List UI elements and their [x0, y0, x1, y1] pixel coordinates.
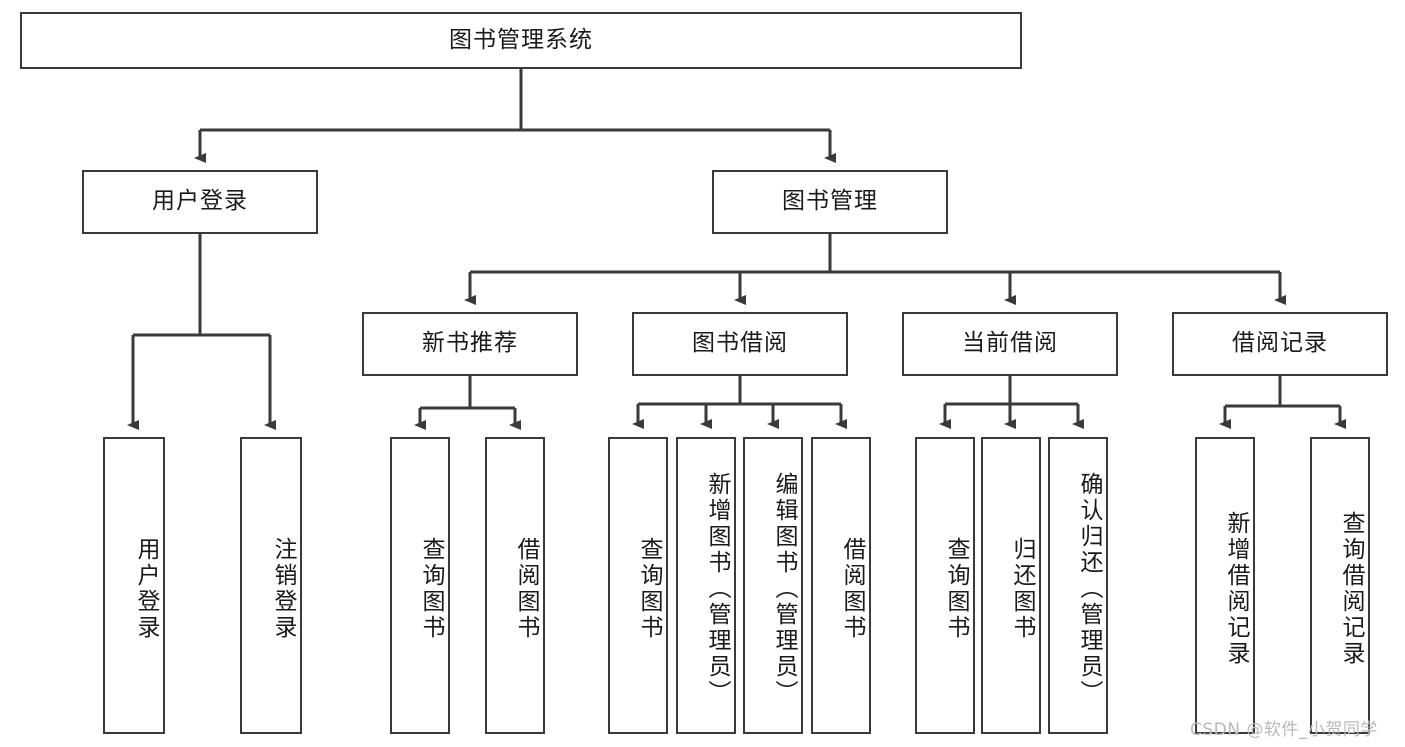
node-label: 当前借阅 — [962, 330, 1058, 357]
leaf-book-borrow-query[interactable]: 查询图书 — [608, 437, 668, 734]
node-new-book-recommend[interactable]: 新书推荐 — [362, 312, 578, 376]
node-label: 借阅记录 — [1232, 330, 1328, 357]
leaf-current-borrow-query[interactable]: 查询图书 — [915, 437, 975, 734]
node-label: 新增图书（管理员） — [704, 471, 730, 706]
node-label: 归还图书 — [1009, 536, 1035, 641]
node-book-management[interactable]: 图书管理 — [712, 170, 948, 234]
node-label: 图书管理系统 — [449, 26, 593, 53]
node-label: 查询图书 — [636, 536, 662, 641]
node-label: 编辑图书（管理员） — [771, 471, 797, 706]
leaf-new-book-borrow[interactable]: 借阅图书 — [485, 437, 545, 734]
node-label: 查询图书 — [943, 536, 969, 641]
leaf-current-borrow-confirm-return[interactable]: 确认归还（管理员） — [1048, 437, 1108, 734]
node-label: 借阅图书 — [839, 536, 865, 641]
node-label: 图书借阅 — [692, 330, 788, 357]
leaf-user-login-signin[interactable]: 用户登录 — [103, 437, 165, 734]
leaf-new-book-query[interactable]: 查询图书 — [390, 437, 450, 734]
leaf-book-borrow-borrow[interactable]: 借阅图书 — [811, 437, 871, 734]
node-current-borrow[interactable]: 当前借阅 — [902, 312, 1118, 376]
node-label: 用户登录 — [133, 536, 159, 641]
leaf-borrow-record-add[interactable]: 新增借阅记录 — [1195, 437, 1255, 734]
leaf-user-login-signout[interactable]: 注销登录 — [240, 437, 302, 734]
node-user-login[interactable]: 用户登录 — [82, 170, 318, 234]
leaf-borrow-record-query[interactable]: 查询借阅记录 — [1310, 437, 1370, 734]
node-borrow-record[interactable]: 借阅记录 — [1172, 312, 1388, 376]
node-label: 查询图书 — [418, 536, 444, 641]
node-root-library-management-system[interactable]: 图书管理系统 — [20, 12, 1022, 69]
leaf-book-borrow-edit[interactable]: 编辑图书（管理员） — [743, 437, 803, 734]
node-label: 新增借阅记录 — [1223, 510, 1249, 667]
leaf-current-borrow-return[interactable]: 归还图书 — [981, 437, 1041, 734]
node-label: 图书管理 — [782, 188, 878, 215]
node-label: 查询借阅记录 — [1338, 510, 1364, 667]
node-label: 注销登录 — [270, 536, 296, 641]
node-book-borrow[interactable]: 图书借阅 — [632, 312, 848, 376]
leaf-book-borrow-add[interactable]: 新增图书（管理员） — [676, 437, 736, 734]
csdn-watermark: CSDN @软件_小贺同学 — [1190, 720, 1378, 740]
node-label: 确认归还（管理员） — [1076, 471, 1102, 706]
node-label: 借阅图书 — [513, 536, 539, 641]
node-label: 用户登录 — [152, 188, 248, 215]
node-label: 新书推荐 — [422, 330, 518, 357]
